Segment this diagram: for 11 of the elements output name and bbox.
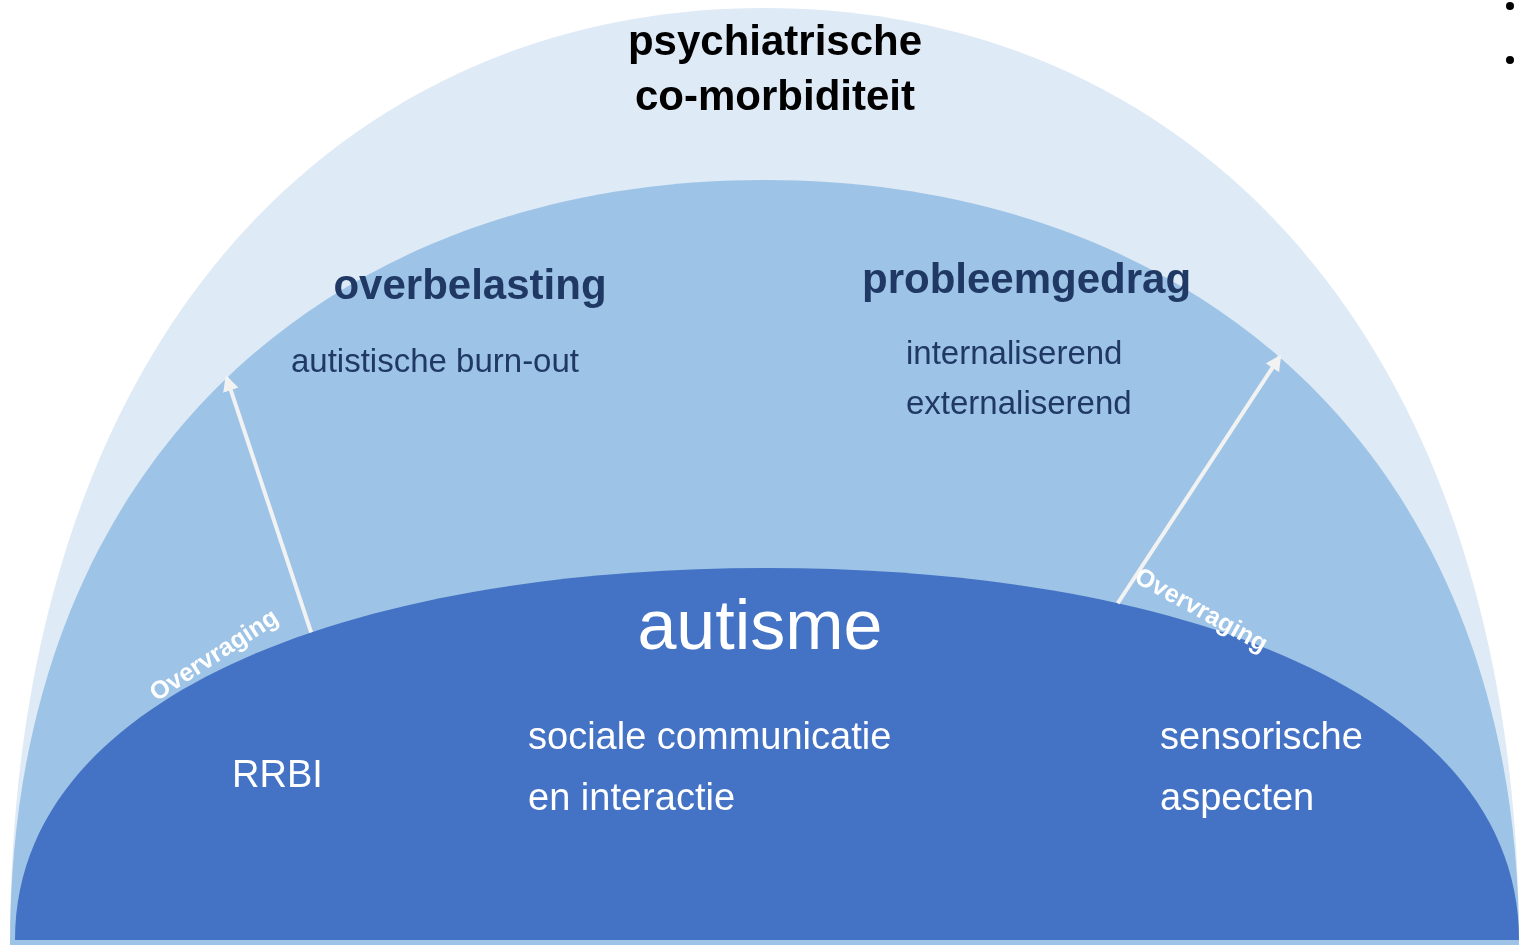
core-item: sensorische aspecten (1160, 714, 1364, 820)
layer-heading: probleemgedrag (862, 254, 1193, 304)
arrow (223, 374, 313, 633)
arrow (1116, 354, 1282, 605)
layer-title: psychiatrische co-morbiditeit (626, 16, 924, 121)
layer-item: autistische burn-out (291, 341, 580, 381)
core-title: autisme (636, 585, 884, 666)
layer-heading: overbelasting (332, 260, 608, 310)
core-item: RRBI (232, 752, 324, 797)
core-item: sociale communicatie en interactie (528, 714, 893, 820)
layer-item: internaliserend externaliserend (906, 333, 1133, 423)
